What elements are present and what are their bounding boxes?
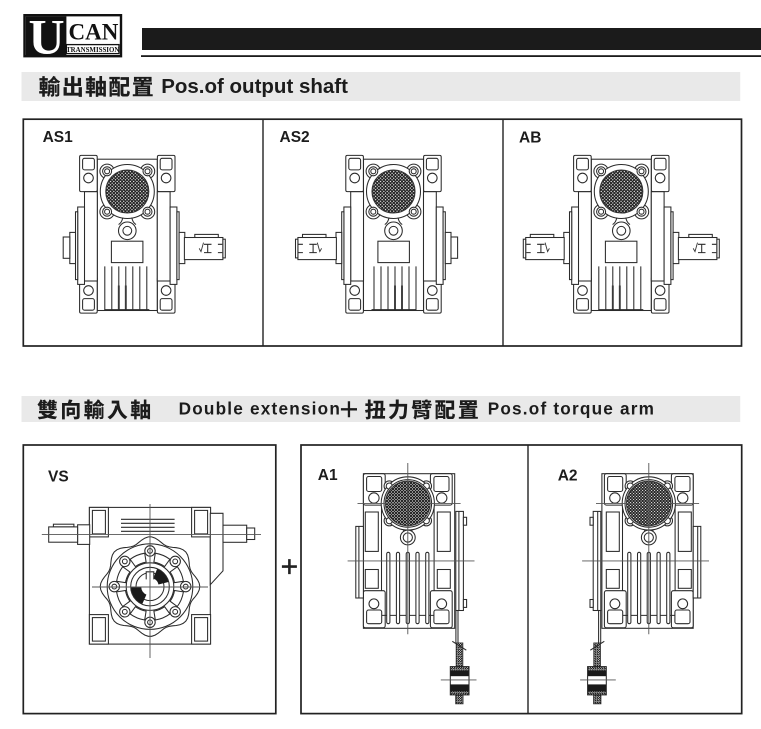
svg-text:VS: VS xyxy=(48,469,69,486)
svg-text:A1: A1 xyxy=(318,467,338,484)
svg-text:U: U xyxy=(29,9,65,65)
svg-text:A2: A2 xyxy=(558,467,578,484)
svg-text:Double extension: Double extension xyxy=(179,399,341,419)
svg-text:AS1: AS1 xyxy=(43,129,74,146)
svg-text:TRANSMISSION: TRANSMISSION xyxy=(66,47,119,54)
svg-text:Pos.of output shaft: Pos.of output shaft xyxy=(161,75,348,98)
svg-text:CAN: CAN xyxy=(69,19,119,44)
svg-text:AB: AB xyxy=(519,130,541,147)
svg-text:AS2: AS2 xyxy=(280,129,310,146)
svg-text:Pos.of torque arm: Pos.of torque arm xyxy=(488,399,655,419)
